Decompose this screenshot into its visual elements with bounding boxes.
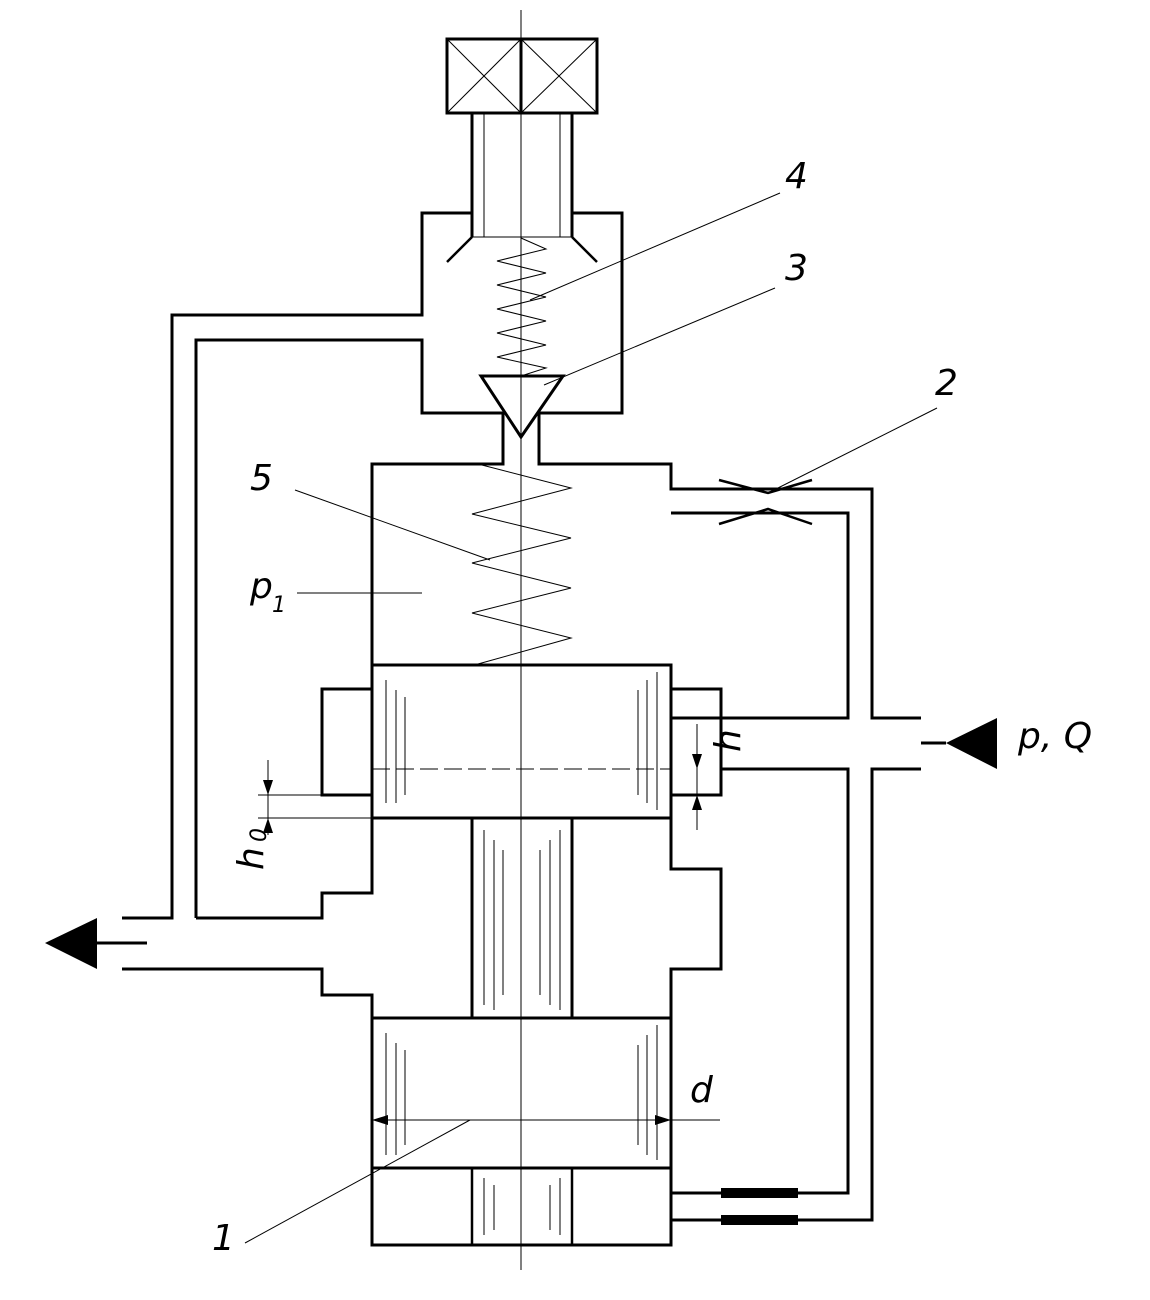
- label-d: d: [690, 1070, 714, 1111]
- leader-1: [244, 1119, 471, 1244]
- damper-1: [721, 1188, 798, 1198]
- leader-4: [529, 192, 781, 301]
- inlet-arrow: [921, 718, 997, 769]
- outlet-arrow: [45, 918, 147, 969]
- pilot-spring: [496, 237, 548, 377]
- label-h0-sub: 0: [247, 828, 272, 842]
- throttle-orifice: [718, 478, 813, 526]
- pilot-poppet-cone: [478, 374, 566, 440]
- label-p1-sub: 1: [272, 593, 286, 618]
- leader-3: [543, 287, 776, 386]
- dimension-h0: [258, 760, 372, 835]
- leader-5: [294, 489, 491, 561]
- label-inlet: p, Q: [1017, 716, 1092, 757]
- solenoid-coil: [445, 37, 599, 115]
- label-part-5: 5: [250, 458, 273, 499]
- pilot-valve-housing: [122, 211, 921, 920]
- solenoid-stem: [446, 113, 598, 263]
- dimension-h: [692, 724, 702, 830]
- bottom-plunger: [470, 1166, 574, 1247]
- dimension-d: [372, 1115, 720, 1125]
- spool-stem: [470, 816, 574, 1020]
- main-spring: [471, 463, 573, 665]
- label-part-4: 4: [785, 156, 808, 197]
- label-part-2: 2: [935, 363, 958, 404]
- label-h: h: [708, 729, 749, 752]
- spool-upper-land: [370, 663, 673, 820]
- label-h0-main: h: [231, 847, 272, 870]
- label-part-3: 3: [785, 248, 808, 289]
- leader-2: [769, 407, 938, 493]
- label-part-1: 1: [212, 1218, 235, 1259]
- damper-2: [721, 1215, 798, 1225]
- control-line: [669, 511, 921, 1225]
- label-p1-main: p: [249, 566, 273, 607]
